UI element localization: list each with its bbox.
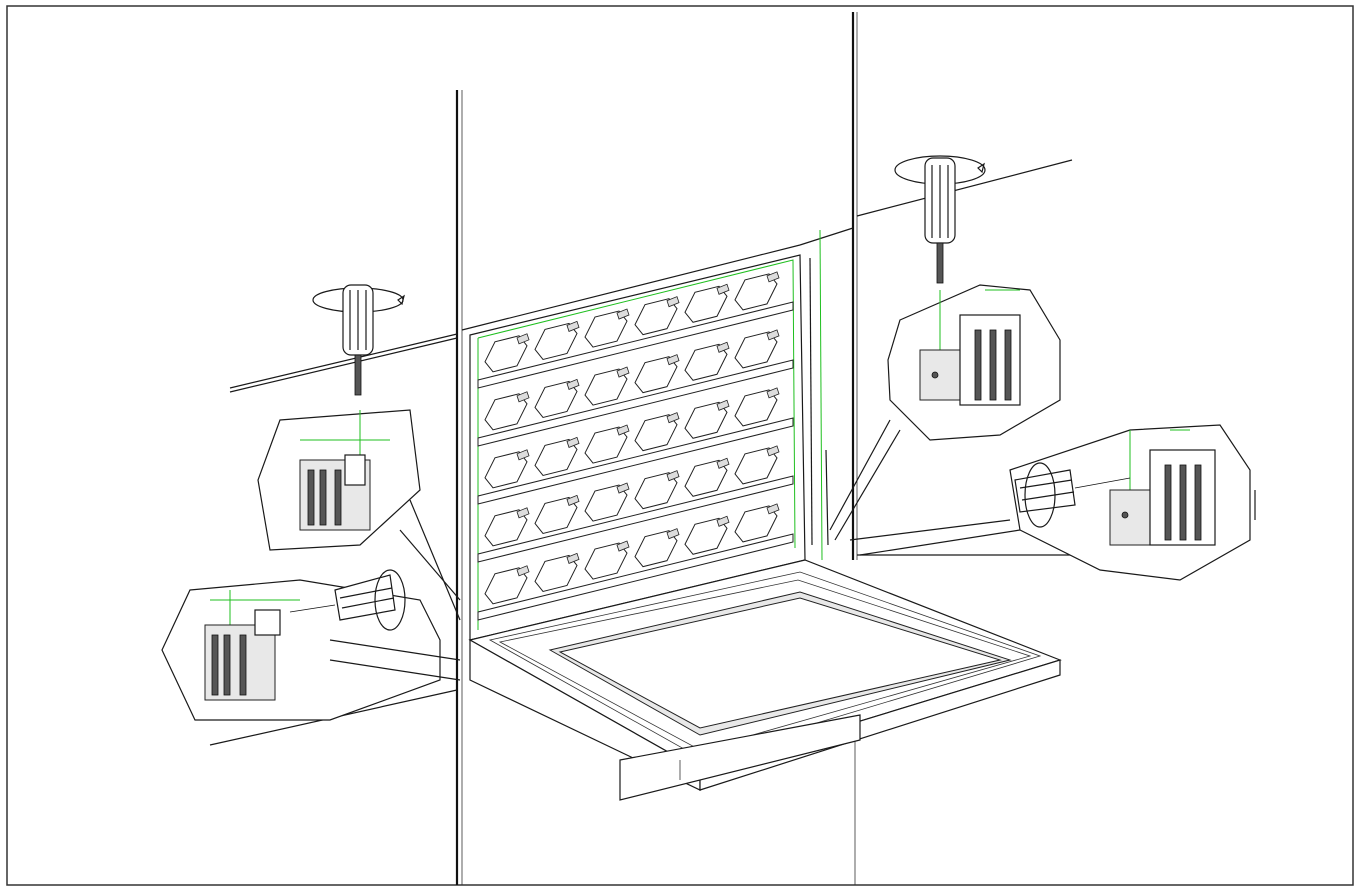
wine-bottle <box>734 389 778 427</box>
wine-bottle <box>634 414 678 452</box>
bottle-neck <box>516 449 530 461</box>
bottle-neck <box>716 283 730 295</box>
wine-bottle <box>634 472 678 510</box>
bottle-neck <box>766 387 780 399</box>
wine-bottle <box>484 567 528 605</box>
bottle-neck <box>716 399 730 411</box>
hinge-bracket <box>1109 449 1216 546</box>
wine-bottle <box>584 310 628 348</box>
bottle-neck <box>516 507 530 519</box>
shelf-rail <box>477 475 794 563</box>
cabinet-outline <box>209 12 1090 885</box>
wine-bottle <box>584 368 628 406</box>
callout-right-lower <box>849 424 1256 581</box>
bottle-neck <box>566 378 580 390</box>
screwdriver-icon <box>312 284 405 396</box>
wine-shelves <box>477 271 794 621</box>
bottle-neck <box>716 457 730 469</box>
screwdriver-icon <box>894 155 986 284</box>
wine-bottle <box>684 343 728 381</box>
wine-bottle <box>634 530 678 568</box>
wine-bottle <box>734 505 778 543</box>
bottle-neck <box>716 341 730 353</box>
screwdriver-icon <box>289 569 406 631</box>
bottle-neck <box>516 333 530 345</box>
bottle-neck <box>666 528 680 540</box>
wine-bottle <box>534 380 578 418</box>
wine-bottle <box>484 335 528 373</box>
bottle-neck <box>516 565 530 577</box>
wine-bottle <box>584 542 628 580</box>
bottle-neck <box>616 540 630 552</box>
bottle-neck <box>666 354 680 366</box>
hinge-bracket <box>919 314 1021 406</box>
wine-bottle <box>684 517 728 555</box>
wine-bottle <box>634 356 678 394</box>
open-door <box>468 559 1062 801</box>
wine-bottle <box>534 438 578 476</box>
callout-left-upper <box>257 409 461 621</box>
screwdriver-icon <box>1014 462 1131 528</box>
bottle-neck <box>616 308 630 320</box>
bottle-neck <box>566 320 580 332</box>
wine-bottle <box>534 554 578 592</box>
callout-right-upper <box>829 284 1061 541</box>
bottle-neck <box>566 552 580 564</box>
shelf-rail <box>477 359 794 447</box>
wine-bottle <box>634 298 678 336</box>
wine-bottle <box>484 393 528 431</box>
wine-bottle <box>734 273 778 311</box>
wine-bottle <box>734 447 778 485</box>
bottle-neck <box>516 391 530 403</box>
wine-bottle <box>484 509 528 547</box>
hinge-bracket <box>299 454 371 531</box>
bottle-neck <box>766 329 780 341</box>
bottle-neck <box>666 412 680 424</box>
bottle-neck <box>616 424 630 436</box>
bottle-neck <box>566 494 580 506</box>
wine-bottle <box>684 285 728 323</box>
wine-bottle <box>534 322 578 360</box>
wine-bottle <box>484 451 528 489</box>
wine-bottle <box>534 496 578 534</box>
shelf-rail <box>477 301 794 389</box>
hinge-bracket <box>204 609 281 701</box>
shelf-rail <box>477 533 794 621</box>
bottle-neck <box>716 515 730 527</box>
bottle-neck <box>666 470 680 482</box>
wine-bottle <box>684 401 728 439</box>
shelf-rail <box>477 417 794 505</box>
wine-bottle <box>684 459 728 497</box>
bottle-neck <box>766 503 780 515</box>
bottle-neck <box>766 445 780 457</box>
wine-bottle <box>734 331 778 369</box>
callout-left-lower <box>161 569 461 721</box>
wine-bottle <box>584 426 628 464</box>
bottle-neck <box>566 436 580 448</box>
bottle-neck <box>616 366 630 378</box>
bottle-neck <box>616 482 630 494</box>
bottle-neck <box>766 271 780 283</box>
bottle-neck <box>666 296 680 308</box>
wine-bottle <box>584 484 628 522</box>
